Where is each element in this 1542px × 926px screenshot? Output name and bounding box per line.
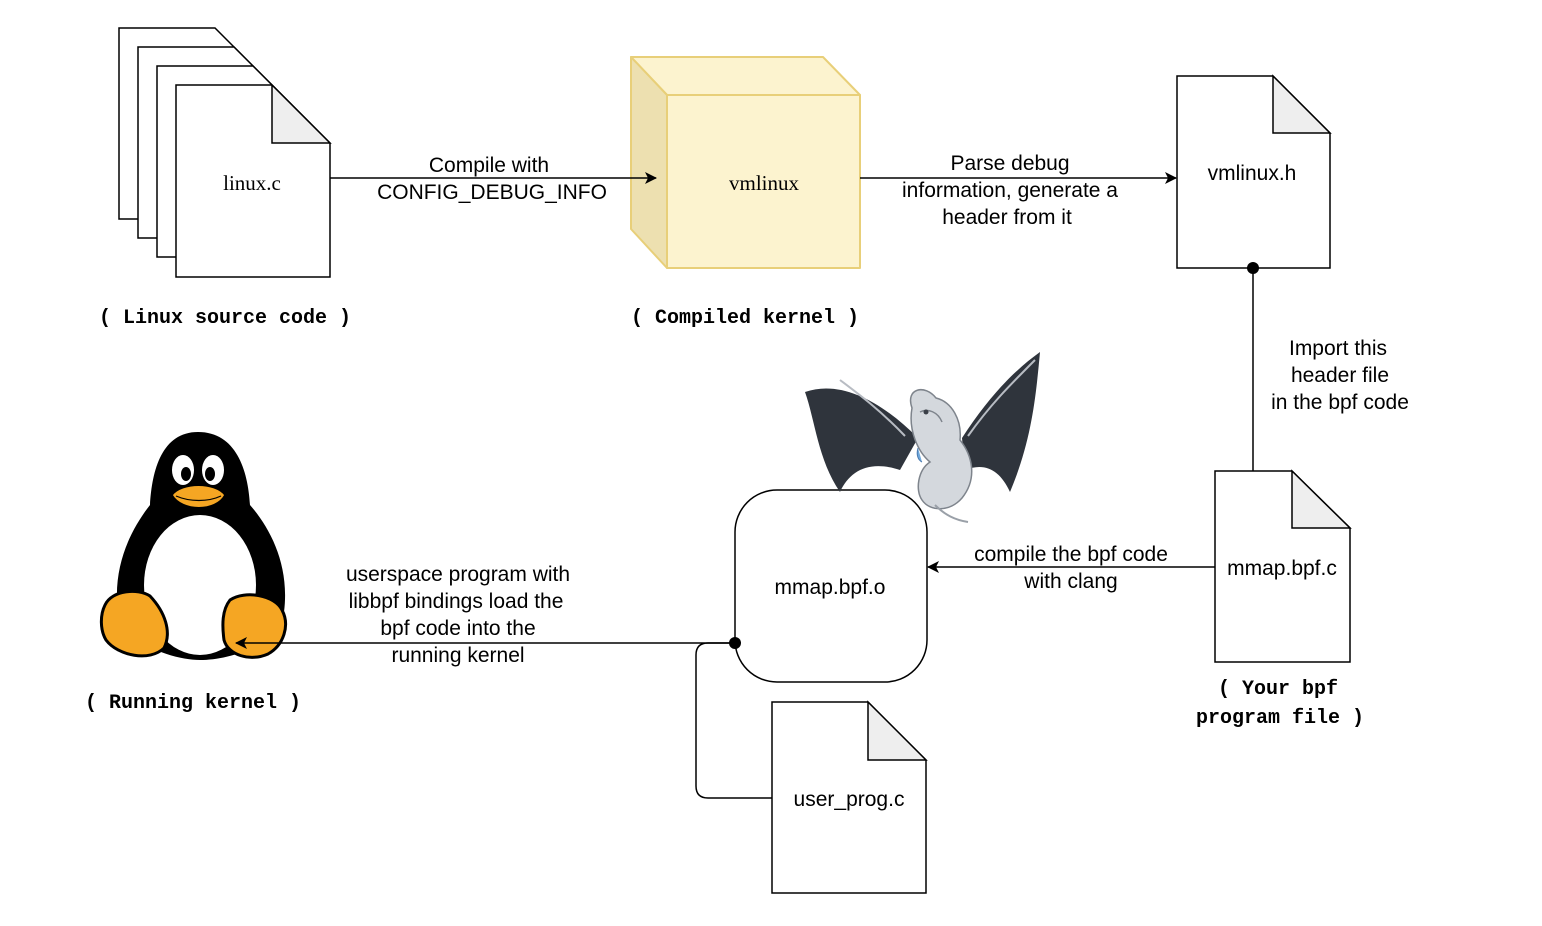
- compile-edge-label-line2: CONFIG_DEBUG_INFO: [377, 181, 607, 204]
- parse-edge-label-line2: information, generate a: [902, 179, 1118, 202]
- load-edge-label-line3: bpf code into the: [380, 617, 535, 640]
- tux-penguin-icon: [99, 432, 287, 660]
- compile-edge-label-line1: Compile with: [429, 154, 549, 177]
- clang-edge-label-line1: compile the bpf code: [974, 543, 1168, 566]
- mmap-bpf-c-label: mmap.bpf.c: [1227, 557, 1337, 580]
- cube-icon: [630, 56, 861, 96]
- clang-edge-label-line2: with clang: [1023, 570, 1117, 593]
- parse-edge-label-line1: Parse debug: [950, 152, 1069, 175]
- import-edge-label-line2: header file: [1291, 364, 1389, 387]
- vmlinux-cube[interactable]: [630, 56, 861, 269]
- running-kernel-caption: ( Running kernel ): [85, 692, 301, 715]
- linux-c-file[interactable]: [175, 83, 332, 278]
- import-edge-label-line3: in the bpf code: [1271, 391, 1409, 414]
- user-prog-c-label: user_prog.c: [794, 788, 905, 811]
- mmap-bpf-c-file[interactable]: [1214, 469, 1352, 663]
- your-bpf-caption-line1: ( Your bpf: [1218, 678, 1338, 701]
- user-prog-c-file[interactable]: [771, 700, 928, 894]
- load-edge-label-line4: running kernel: [391, 644, 524, 667]
- import-connector-dot: [1247, 262, 1259, 274]
- load-edge-label-line1: userspace program with: [346, 563, 570, 586]
- vmlinux-h-label: vmlinux.h: [1208, 162, 1297, 185]
- parse-edge-label-line3: header from it: [942, 206, 1072, 229]
- load-edge-label-line2: libbpf bindings load the: [349, 590, 564, 613]
- import-edge-label-line1: Import this: [1289, 337, 1387, 360]
- compiled-kernel-caption: ( Compiled kernel ): [631, 307, 859, 330]
- linux-c-label: linux.c: [223, 171, 281, 195]
- linux-source-caption: ( Linux source code ): [99, 307, 351, 330]
- vmlinux-label: vmlinux: [729, 171, 800, 195]
- vmlinux-h-file[interactable]: [1176, 74, 1332, 269]
- mmap-bpf-o-label: mmap.bpf.o: [775, 576, 886, 599]
- your-bpf-caption-line2: program file ): [1196, 707, 1364, 730]
- linux-source-stack: [118, 27, 332, 278]
- llvm-dragon-icon: [805, 352, 1040, 523]
- mmap-bpf-o-node[interactable]: [734, 489, 928, 683]
- user-prog-connector: [695, 642, 772, 799]
